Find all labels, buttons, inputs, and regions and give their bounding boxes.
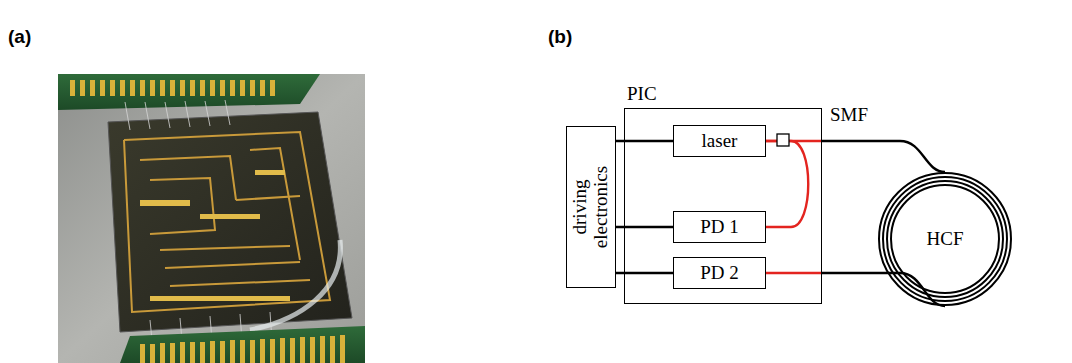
fiber-label: SMF — [828, 105, 870, 126]
fiber-or-wire — [766, 141, 808, 227]
photodiode-box: PD 1 — [673, 211, 766, 243]
chip-outline: PIClaserPD 1PD 2 — [624, 108, 822, 304]
coupler-symbol — [777, 134, 789, 146]
fiber-coil: HCF — [878, 172, 1012, 306]
laser-box: laser — [673, 125, 766, 157]
panel-label: (b) — [548, 26, 572, 48]
coil-label: HCF — [927, 229, 964, 250]
box-label: PD 1 — [700, 217, 739, 238]
box-label: driving electronics — [570, 159, 612, 255]
box-label: laser — [702, 131, 738, 152]
box-label: PD 2 — [700, 263, 739, 284]
photodiode-box: PD 2 — [673, 257, 766, 289]
chip-heading: PIC — [627, 84, 657, 105]
electronics-box: driving electronics — [566, 126, 616, 288]
panel-label: (a) — [8, 26, 31, 48]
fiber-or-wire — [766, 141, 945, 172]
